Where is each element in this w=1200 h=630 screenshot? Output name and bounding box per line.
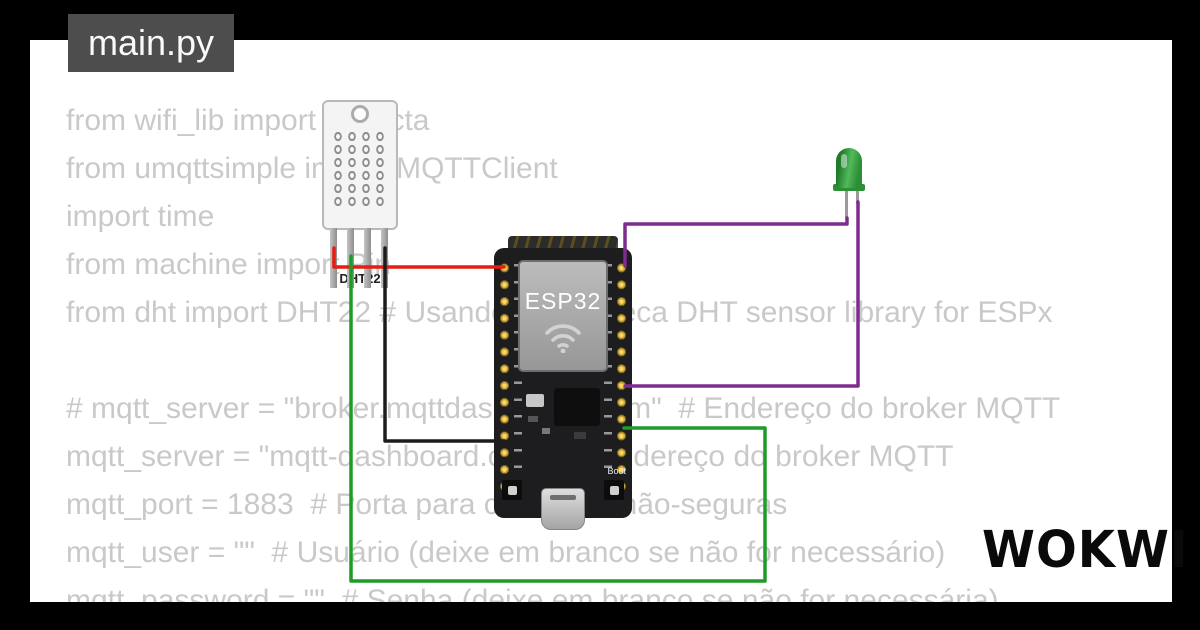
smd-component xyxy=(528,416,538,422)
code-line: from umqttsimple import MQTTClient xyxy=(66,152,558,185)
dht22-pin-sda[interactable] xyxy=(347,228,354,288)
esp32-crystal xyxy=(526,394,544,407)
code-line: import time xyxy=(66,200,215,233)
tab-main-py[interactable]: main.py xyxy=(68,14,235,72)
led-dome xyxy=(836,148,862,188)
boot-button-cap xyxy=(609,485,619,495)
smd-component xyxy=(574,432,586,439)
esp32-chip xyxy=(554,388,600,426)
dht22-sensor[interactable]: DHT22 xyxy=(322,100,398,292)
usb-connector xyxy=(541,488,585,530)
esp32-pins-right[interactable] xyxy=(614,260,629,498)
dht22-pin-nc[interactable] xyxy=(364,228,371,288)
code-line: from wifi_lib import conecta xyxy=(66,104,430,137)
tab-label: main.py xyxy=(88,22,215,63)
dht22-pin-gnd[interactable] xyxy=(381,228,388,288)
esp32-label: ESP32 xyxy=(524,288,602,314)
code-line: mqtt_password = "" # Senha (deixe em bra… xyxy=(66,584,999,602)
dht22-mount-hole xyxy=(351,105,369,123)
wokwi-logo: WOKWI xyxy=(982,520,1189,580)
boot-button-label: Boot xyxy=(607,466,626,476)
esp32-pins-left[interactable] xyxy=(497,260,512,498)
boot-button[interactable] xyxy=(604,480,624,500)
smd-component xyxy=(542,428,550,434)
led-leg-anode[interactable] xyxy=(845,191,848,218)
en-button[interactable] xyxy=(502,480,522,500)
esp32-board[interactable]: ESP32 Boot xyxy=(494,236,632,530)
esp32-shield: ESP32 xyxy=(518,260,608,372)
led-leg-cathode[interactable] xyxy=(856,191,859,204)
dht22-pin-vcc[interactable] xyxy=(330,228,337,288)
dht22-vent-grid xyxy=(331,130,389,208)
wifi-icon xyxy=(520,321,606,358)
green-led[interactable] xyxy=(833,148,865,224)
en-button-cap xyxy=(507,485,517,495)
